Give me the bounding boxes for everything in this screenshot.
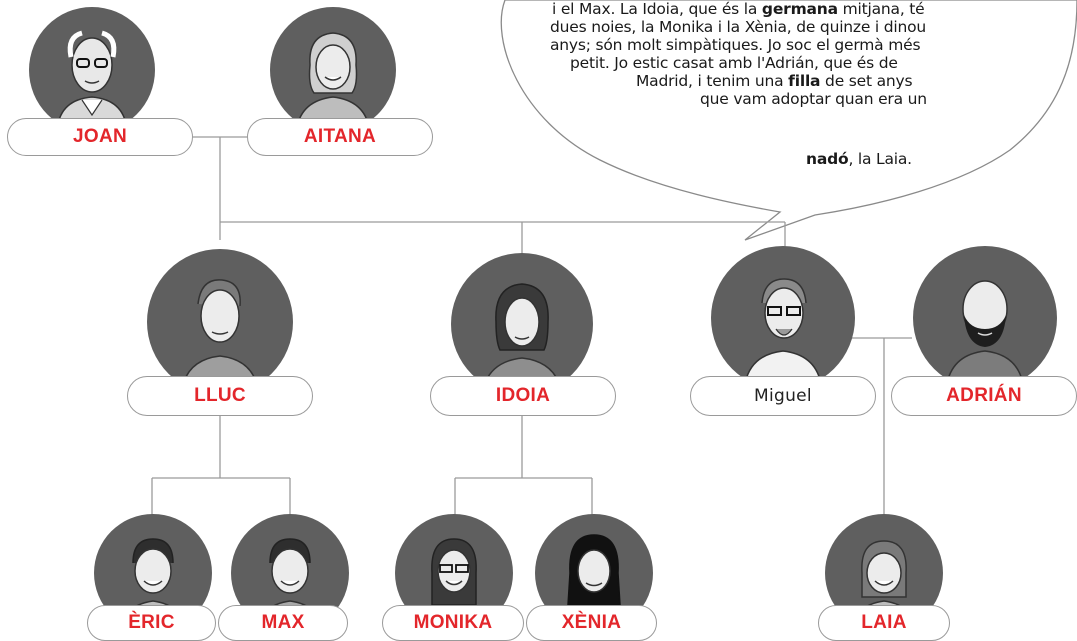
name-pill-aitana: AITANA [247,118,433,156]
avatar-miguel [711,246,855,391]
speech-bubble-text: i el Max. La Idoia, que és la germana mi… [470,0,1077,200]
member-name: Miguel [754,386,812,406]
avatar-aitana [270,7,396,135]
member-name: ÈRIC [128,612,175,633]
avatar-idoia [451,253,593,396]
bubble-line-5: Madrid, i tenim una filla de set anys [636,72,913,90]
bubble-line-4: petit. Jo estic casat amb l'Adrián, que … [570,54,898,72]
member-name: XÈNIA [561,612,622,633]
member-name: MONIKA [413,612,493,633]
member-name: AITANA [303,126,377,147]
name-pill-joan: JOAN [7,118,193,156]
member-name: ADRIÁN [946,385,1022,406]
name-pill-eric: ÈRIC [87,605,216,641]
name-pill-xenia: XÈNIA [526,605,657,641]
name-pill-max: MAX [218,605,348,641]
name-pill-laia: LAIA [818,605,950,641]
name-pill-miguel: Miguel [690,376,876,416]
bubble-line-1: i el Max. La Idoia, que és la germana mi… [552,0,925,18]
member-name: LLUC [194,385,246,406]
avatar-lluc [147,249,293,396]
name-pill-adrian: ADRIÁN [891,376,1077,416]
bubble-line-2: dues noies, la Monika i la Xènia, de qui… [550,18,927,36]
bubble-line-7: nadó, la Laia. [806,150,912,168]
member-name: JOAN [73,126,127,147]
name-pill-monika: MONIKA [382,605,524,641]
member-name: IDOIA [495,385,551,406]
bubble-line-6: que vam adoptar quan era un [700,90,927,108]
bubble-line-3: anys; són molt simpàtiques. Jo soc el ge… [550,36,921,54]
name-pill-lluc: LLUC [127,376,313,416]
member-name: LAIA [861,612,907,633]
speech-bubble-shape [500,0,1077,241]
avatar-adrian [913,246,1057,391]
name-pill-idoia: IDOIA [430,376,616,416]
avatar-joan [29,7,155,135]
member-name: MAX [261,612,305,633]
